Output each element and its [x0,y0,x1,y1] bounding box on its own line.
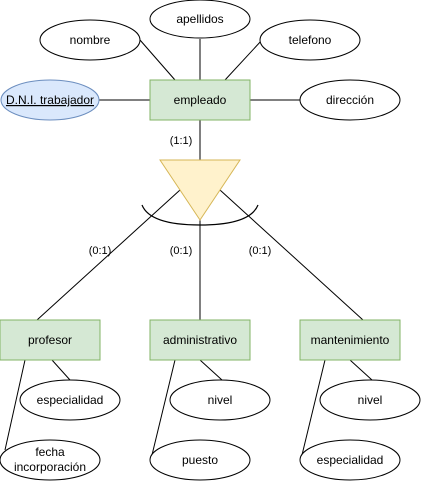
attribute-direccion-label: dirección [326,93,374,107]
attribute-direccion[interactable]: dirección [299,79,401,121]
attribute-nombre-label: nombre [70,33,111,47]
entity-empleado-label: empleado [174,93,227,107]
attribute-mantenimiento-especialidad-label: especialidad [317,453,384,467]
attribute-profesor-fecha-line2: incorporación [14,460,86,474]
isa-constraint-arc [141,204,259,226]
entity-profesor-label: profesor [28,333,72,347]
connectors [4,39,373,456]
attribute-telefono-label: telefono [289,33,332,47]
attribute-administrativo-puesto[interactable]: puesto [149,439,251,481]
entity-administrativo[interactable]: administrativo [149,319,251,361]
attribute-apellidos-label: apellidos [176,12,223,26]
attribute-administrativo-nivel[interactable]: nivel [169,379,271,421]
connector-administrativo-puesto [151,359,176,456]
attribute-profesor-fecha-incorporacion[interactable]: fecha incorporación [0,439,101,481]
attribute-profesor-especialidad[interactable]: especialidad [19,379,121,421]
attribute-profesor-especialidad-label: especialidad [37,393,104,407]
entity-empleado[interactable]: empleado [149,79,251,121]
connector-mantenimiento-nivel [349,359,373,381]
cardinality-parent: (1:1) [170,135,193,147]
attribute-nombre[interactable]: nombre [39,19,141,61]
attribute-mantenimiento-nivel-label: nivel [358,393,383,407]
connector-nombre [139,39,176,81]
connector-profesor-especialidad [51,359,71,381]
connector-profesor-fecha [4,359,26,451]
cardinality-mantenimiento: (0:1) [249,245,272,257]
connector-administrativo-nivel [199,359,223,381]
cardinality-profesor: (0:1) [89,245,112,257]
connector-mantenimiento-especialidad [301,359,326,456]
attribute-dni-key[interactable]: D.N.I. trabajador [0,79,100,121]
entity-mantenimiento[interactable]: mantenimiento [299,319,401,361]
connector-isa-mantenimiento [219,189,364,321]
attribute-administrativo-puesto-label: puesto [182,453,218,467]
connector-isa-profesor [36,189,181,321]
entity-mantenimiento-label: mantenimiento [311,333,390,347]
attribute-dni-label: D.N.I. trabajador [6,93,94,107]
attribute-mantenimiento-nivel[interactable]: nivel [319,379,421,421]
isa-triangle [159,159,241,221]
attribute-telefono[interactable]: telefono [259,19,361,61]
attribute-administrativo-nivel-label: nivel [208,393,233,407]
attribute-apellidos[interactable]: apellidos [149,0,251,39]
attribute-mantenimiento-especialidad[interactable]: especialidad [299,439,401,481]
connector-telefono [224,39,263,81]
cardinality-administrativo: (0:1) [170,245,193,257]
entity-administrativo-label: administrativo [163,333,237,347]
entity-profesor[interactable]: profesor [0,319,101,361]
attribute-profesor-fecha-line1: fecha [35,445,65,459]
